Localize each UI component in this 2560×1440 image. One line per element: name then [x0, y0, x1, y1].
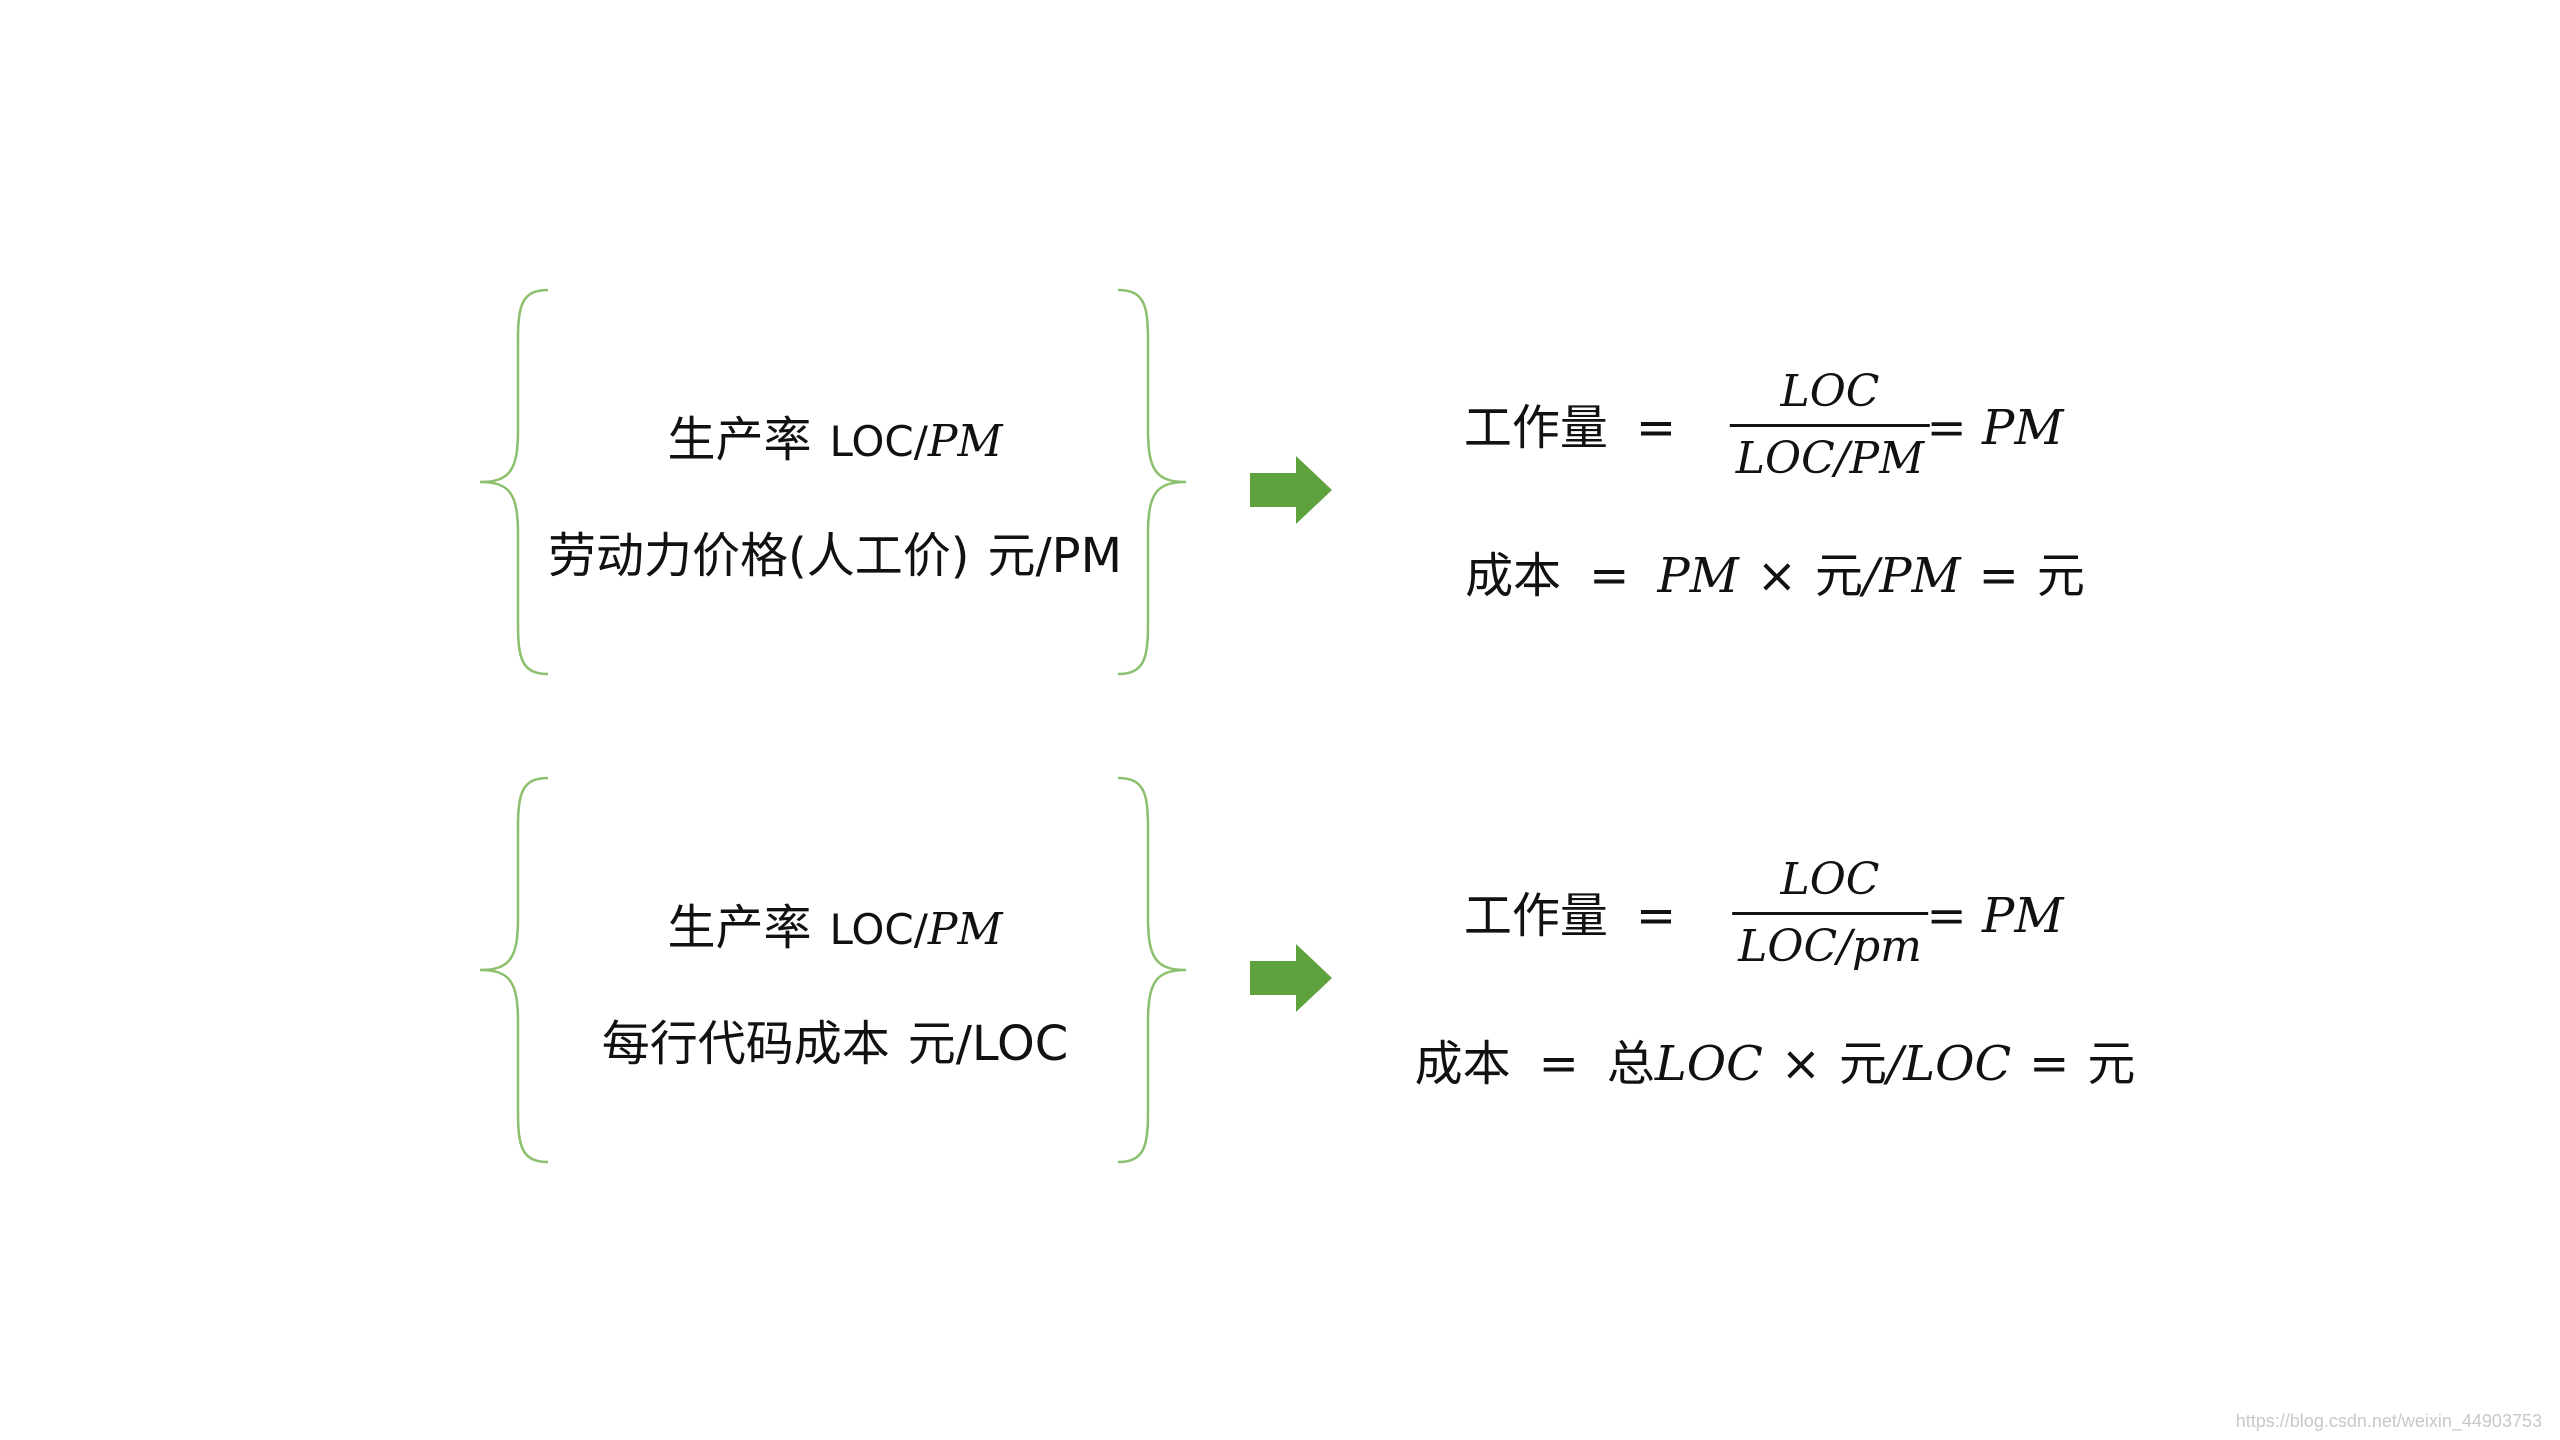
loc-term: LOC [1654, 1036, 1763, 1092]
productivity-label: 生产率 [667, 900, 812, 956]
arrow-1 [1250, 456, 1332, 524]
fraction-denominator: LOC/PM [1735, 433, 1925, 484]
fraction-numerator: LOC [1780, 366, 1880, 417]
times-sign: × [1756, 548, 1798, 604]
watermark-text: https://blog.csdn.net/weixin_44903753 [2235, 1411, 2542, 1431]
left-brace-1 [479, 288, 549, 676]
cost-text: 成本 [1465, 548, 1562, 604]
productivity-unit-loc: LOC/ [829, 905, 928, 954]
pm-term: PM [1657, 548, 1739, 604]
yuan-result: 元 [2036, 548, 2085, 604]
productivity-unit-pm: PM [927, 416, 1003, 467]
cost-per-loc-label: 每行代码成本 [601, 1016, 890, 1072]
effort-result-1: = PM [1926, 400, 2064, 456]
slash: / [1887, 1036, 1904, 1092]
cost-per-loc-line: 每行代码成本元/LOC [602, 1014, 1069, 1074]
productivity-line-2: 生产率 LOC/PM [667, 898, 1002, 960]
right-brace-1 [1117, 288, 1187, 676]
fraction-denominator: LOC/pm [1738, 921, 1922, 972]
arrow-2 [1250, 944, 1332, 1012]
effort-label-1: 工作量 = [1464, 398, 1676, 458]
equals-sign-2: = [1978, 548, 2019, 604]
equals-sign: = [1589, 548, 1630, 604]
cost-text: 成本 [1414, 1036, 1511, 1092]
effort-fraction-1: LOC LOC/PM [1729, 364, 1931, 487]
productivity-unit-loc: LOC/ [829, 417, 928, 466]
fraction-bar [1729, 424, 1931, 427]
cost-equation-1: 成本=PM×元/PM=元 [1465, 546, 2085, 606]
effort-label-2: 工作量 = [1464, 886, 1676, 946]
slash: / [1863, 548, 1880, 604]
yuan-result: 元 [2087, 1036, 2136, 1092]
times-sign: × [1780, 1036, 1822, 1092]
left-brace-2 [479, 776, 549, 1164]
right-brace-2 [1117, 776, 1187, 1164]
productivity-unit-pm: PM [927, 904, 1003, 955]
yuan-term: 元 [1815, 548, 1864, 604]
equals-sign-2: = [2029, 1036, 2070, 1092]
productivity-line-1: 生产率 LOC/PM [667, 410, 1002, 472]
productivity-label: 生产率 [667, 412, 812, 468]
labor-price-label: 劳动力价格(人工价) [547, 528, 970, 584]
effort-text: 工作量 [1463, 888, 1608, 944]
labor-price-line: 劳动力价格(人工价) 元/PM [548, 526, 1122, 586]
loc-term-2: LOC [1903, 1036, 2012, 1092]
effort-fraction-2: LOC LOC/pm [1732, 852, 1928, 975]
cost-per-loc-unit: 元/LOC [907, 1016, 1069, 1072]
yuan-term: 元 [1839, 1036, 1888, 1092]
pm-term-2: PM [1879, 548, 1961, 604]
equals-sign: = [1538, 1036, 1579, 1092]
cost-equation-2: 成本=总LOC×元/LOC=元 [1415, 1034, 2136, 1094]
equals-sign: = [1635, 888, 1677, 944]
effort-text: 工作量 [1463, 400, 1608, 456]
effort-result-2: = PM [1926, 888, 2064, 944]
labor-price-unit: 元/PM [987, 528, 1123, 584]
equals-sign: = [1635, 400, 1677, 456]
fraction-bar [1732, 912, 1928, 915]
total-term: 总 [1606, 1036, 1655, 1092]
fraction-numerator: LOC [1780, 854, 1880, 905]
